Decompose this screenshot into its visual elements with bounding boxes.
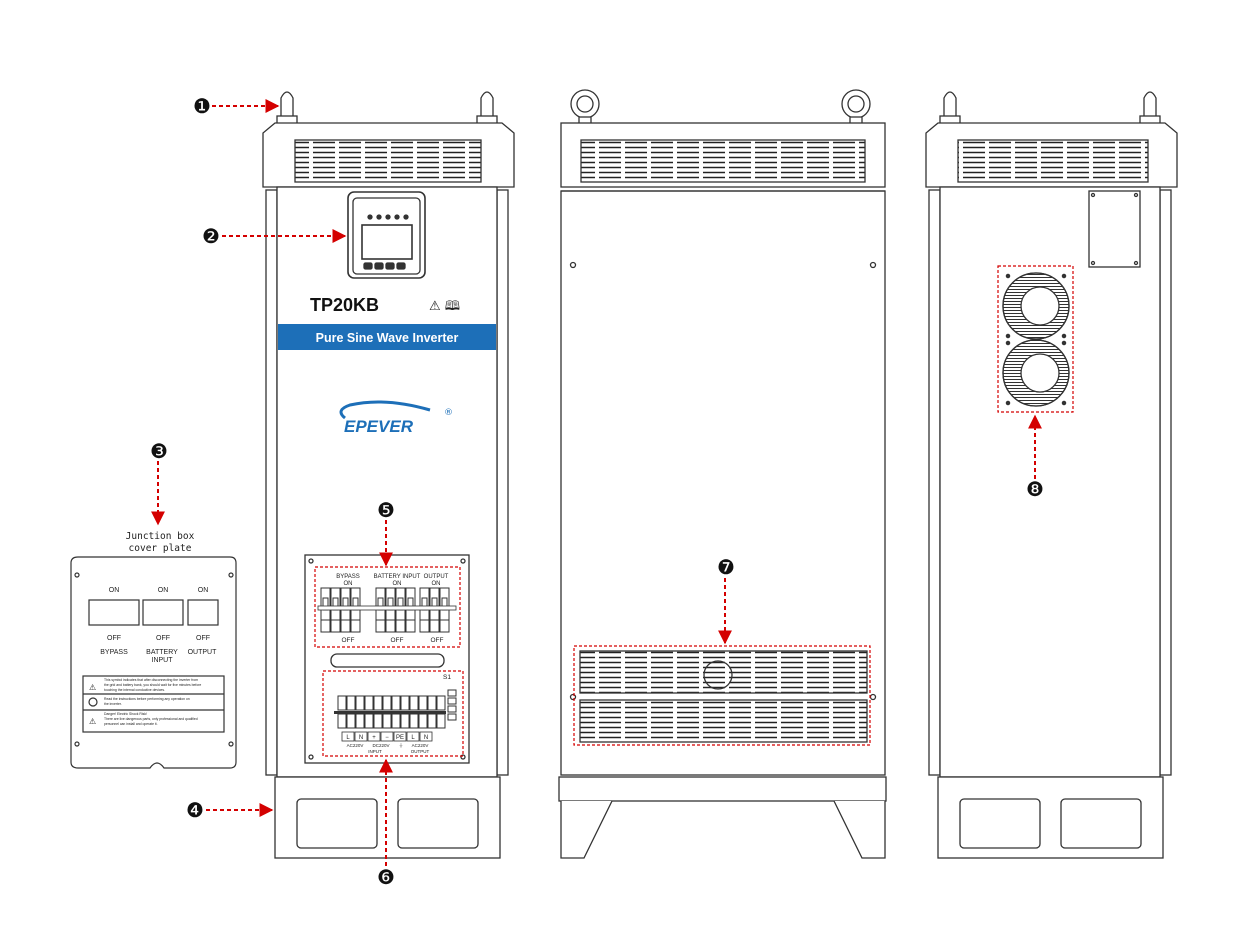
lcd-display-panel xyxy=(347,191,426,279)
lifting-ring-left xyxy=(570,89,600,126)
callout-6: ❻ xyxy=(377,865,395,889)
side-top-vent xyxy=(580,139,866,183)
svg-text:⚠: ⚠ xyxy=(89,683,96,692)
callout-numbers: ❶ ❷ ❸ ❹ ❺ ❻ ❼ ❽ xyxy=(150,94,1044,889)
lifting-eye-right xyxy=(476,91,498,125)
junction-box-title-1: Junction box xyxy=(126,531,195,542)
rear-top-vent xyxy=(957,139,1149,183)
warning-symbols: ⚠ 🕮 xyxy=(429,299,460,314)
epever-logo: EPEVER ® xyxy=(339,400,453,436)
terminal-label: N xyxy=(424,735,428,741)
junction-box-title-2: cover plate xyxy=(129,543,192,554)
model-name: TP20KB xyxy=(310,295,379,315)
terminal-group-label: DC220V xyxy=(372,743,389,748)
terminal-section-label: INPUT xyxy=(368,749,382,754)
cover-on-bypass: ON xyxy=(109,587,120,594)
callout-3: ❸ xyxy=(150,439,168,463)
notice-line: the grid and battery bank, you should wa… xyxy=(104,683,201,687)
warning-notice: ⚠ ⚠ This symbol indicates that after dis… xyxy=(82,675,225,733)
cover-name-bypass: BYPASS xyxy=(100,649,128,656)
callout-2: ❷ xyxy=(202,224,220,248)
terminal-label: L xyxy=(346,735,350,741)
lifting-ring-right xyxy=(841,89,871,126)
banner-bar xyxy=(278,324,496,350)
notice-line: There are live dangerous parts, only pro… xyxy=(104,717,198,721)
switch-label: S1 xyxy=(443,674,451,681)
notice-line: This symbol indicates that after disconn… xyxy=(104,678,198,682)
terminal-label: N xyxy=(359,735,363,741)
breaker-off-bypass: OFF xyxy=(342,637,355,644)
callout-1: ❶ xyxy=(193,94,211,118)
rear-plate xyxy=(1088,190,1141,268)
notice-line: Danger! Electric Shock Risk! xyxy=(104,712,147,716)
rear-view xyxy=(925,91,1178,859)
notice-line: personnel can install and operate it. xyxy=(104,722,158,726)
cooling-fans xyxy=(997,265,1074,413)
terminal-group-label: ⏚ xyxy=(399,742,404,748)
terminal-section-label: OUTPUT xyxy=(411,749,430,754)
cover-on-output: ON xyxy=(198,587,209,594)
notice-line: the inverter. xyxy=(104,702,122,706)
terminal-group-label: AC220V xyxy=(347,743,364,748)
cover-name-output: OUTPUT xyxy=(188,649,218,656)
terminal-label: + xyxy=(372,735,376,741)
terminal-label: PE xyxy=(396,735,404,741)
lifting-eye-left xyxy=(276,91,298,125)
svg-text:®: ® xyxy=(444,408,453,418)
breaker-off-battery: OFF xyxy=(391,637,404,644)
cover-off-bypass: OFF xyxy=(107,635,121,642)
notice-line: Read the instructions before performing … xyxy=(104,697,190,701)
terminal-label: − xyxy=(385,735,389,741)
svg-text:EPEVER: EPEVER xyxy=(344,417,414,436)
callout-5: ❺ xyxy=(377,498,395,522)
side-view xyxy=(558,89,887,859)
callouts xyxy=(151,99,1042,866)
terminal-section: S1 L N + − PE L N AC220V DC220V ⏚ AC220V INPUT OUTPU… xyxy=(322,670,464,757)
callout-8: ❽ xyxy=(1026,477,1044,501)
breaker-off-output: OFF xyxy=(431,637,444,644)
banner-text: Pure Sine Wave Inverter xyxy=(316,331,459,345)
rear-lifting-eye-left xyxy=(939,91,961,125)
notice-line: touching the internal conductive devices… xyxy=(104,688,165,692)
cable-slot xyxy=(330,653,445,668)
junction-box-cover: Junction box cover plate ON ON ON OFF OF… xyxy=(70,531,237,769)
side-base xyxy=(558,776,887,802)
cover-off-battery: OFF xyxy=(156,635,170,642)
top-vent xyxy=(294,139,482,183)
terminal-label: L xyxy=(411,735,415,741)
callout-7: ❼ xyxy=(717,555,735,579)
side-bottom-vent xyxy=(573,645,871,746)
front-view: TP20KB ⚠ 🕮 Pure Sine Wave Inverter EPEVE… xyxy=(262,91,515,859)
svg-text:⚠: ⚠ xyxy=(89,717,96,726)
rear-lifting-eye-right xyxy=(1139,91,1161,125)
terminal-group-label: AC220V xyxy=(412,743,429,748)
callout-4: ❹ xyxy=(186,798,204,822)
cover-on-battery: ON xyxy=(158,587,169,594)
cover-off-output: OFF xyxy=(196,635,210,642)
